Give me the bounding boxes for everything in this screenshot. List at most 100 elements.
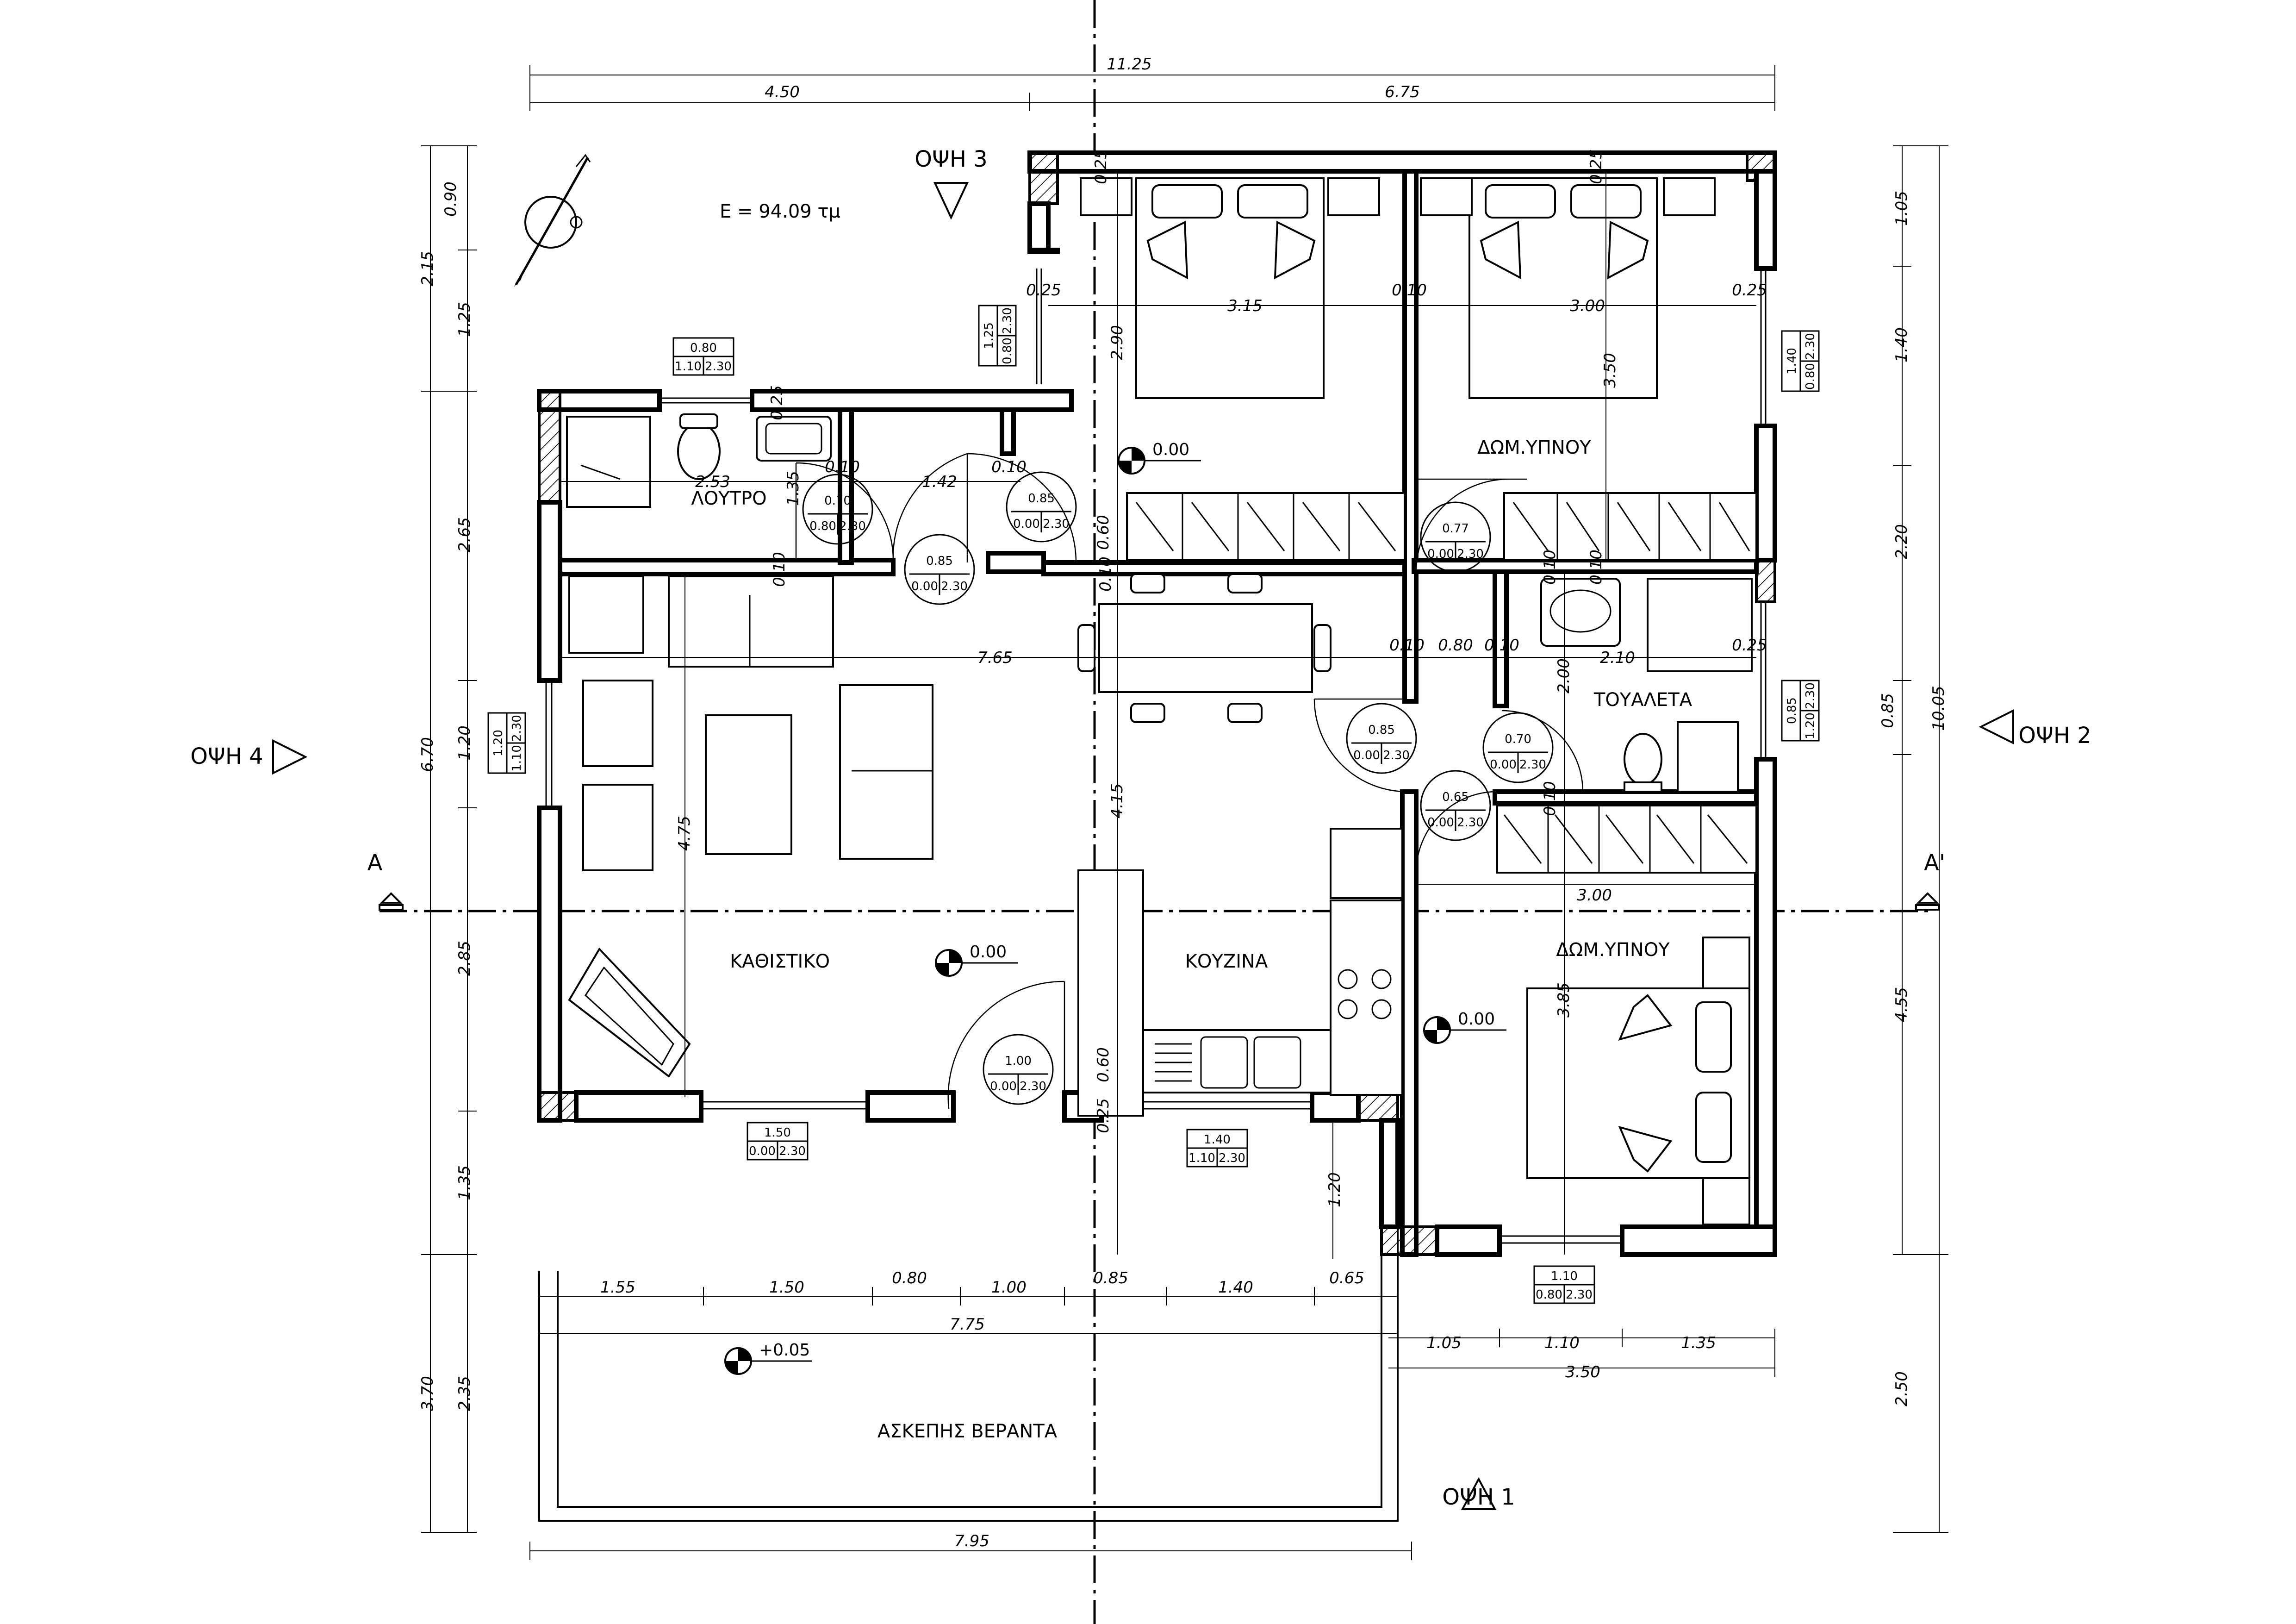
- dim-br-total: 3.50: [1565, 1363, 1600, 1381]
- svg-text:1.20: 1.20: [1804, 712, 1817, 739]
- sofa-living-2: [839, 684, 933, 860]
- kitchen-sink-counter: [1142, 1029, 1332, 1093]
- view-marker-top: ΟΨΗ 3: [915, 146, 988, 220]
- dim-interior-010-b: 0.10: [825, 458, 860, 476]
- window-tag-3: 1.40 0.80 2.30: [1781, 330, 1820, 392]
- dim-interior-475: 4.75: [675, 816, 694, 851]
- svg-text:1.20: 1.20: [492, 730, 505, 756]
- dim-veranda-7: 0.65: [1329, 1269, 1364, 1287]
- dim-interior-120: 1.20: [1325, 1172, 1344, 1207]
- svg-text:1.40: 1.40: [1204, 1133, 1231, 1147]
- svg-text:0.00: 0.00: [1458, 1010, 1495, 1029]
- view-marker-bottom: ΟΨΗ 1: [1442, 1477, 1515, 1510]
- dining-table: [1098, 603, 1313, 693]
- bedroom-bottom-dimensions: 1.05 1.10 1.35 3.50: [1388, 1329, 1775, 1381]
- svg-text:0.00: 0.00: [1353, 749, 1380, 762]
- svg-text:1.00: 1.00: [1005, 1054, 1032, 1068]
- dim-right-outer: 10.05: [1929, 686, 1948, 731]
- svg-text:1.10: 1.10: [1551, 1269, 1578, 1283]
- dim-interior-253: 2.53: [695, 473, 730, 491]
- dim-left-inner-2: 1.25: [455, 302, 474, 337]
- dim-right-inner-4: 0.85: [1879, 693, 1897, 728]
- dim-left-inner-5: 2.85: [455, 941, 474, 976]
- dim-left-outer-middle: 6.70: [418, 737, 437, 772]
- svg-text:2.30: 2.30: [1383, 749, 1410, 762]
- svg-text:1.10: 1.10: [510, 745, 524, 772]
- window-tag-6: 1.50 0.00 2.30: [747, 1122, 809, 1161]
- elevation-marker-living: 0.00: [935, 943, 1018, 977]
- dim-interior-025-a: 0.25: [1026, 281, 1061, 300]
- dim-veranda-3: 0.80: [892, 1269, 927, 1287]
- svg-text:2.30: 2.30: [779, 1144, 806, 1158]
- dim-left-inner-1: 0.90: [442, 181, 460, 217]
- veranda: 7.95 ΑΣΚΕΠΗΣ ΒΕΡΑΝΤΑ: [529, 1120, 1412, 1560]
- svg-text:2.30: 2.30: [510, 715, 524, 742]
- svg-text:0.00: 0.00: [749, 1144, 776, 1158]
- svg-text:1.10: 1.10: [675, 360, 702, 374]
- window-openings: [545, 269, 1767, 1244]
- dim-interior-315: 3.15: [1227, 297, 1263, 315]
- dim-interior-025-e: 0.25: [768, 385, 786, 420]
- door-tag-1: 0.70 0.80 2.30: [802, 474, 873, 545]
- dim-interior-010-j: 0.10: [1541, 781, 1559, 816]
- dim-left-width: 4.50: [765, 83, 800, 101]
- dim-br-3: 1.35: [1681, 1334, 1716, 1352]
- dim-right-inner-6: 2.50: [1892, 1371, 1911, 1406]
- svg-text:0.00: 0.00: [970, 943, 1007, 962]
- window-tag-8: 1.10 0.80 2.30: [1533, 1265, 1595, 1304]
- dim-right-width: 6.75: [1385, 83, 1420, 101]
- svg-text:0.00: 0.00: [990, 1080, 1017, 1093]
- svg-text:2.30: 2.30: [1219, 1151, 1245, 1165]
- kitchen-counter-right: [1330, 899, 1403, 1096]
- room-label-living: ΚΑΘΙΣΤΙΚΟ: [730, 951, 830, 972]
- dim-right-inner-1: 1.05: [1892, 191, 1911, 226]
- shower-tray: [566, 416, 651, 508]
- dim-interior-080: 0.80: [1438, 636, 1473, 655]
- veranda-dimensions: 1.55 1.50 0.80 1.00 0.85 1.40 0.65 7.75: [539, 1269, 1398, 1343]
- left-dimensions: 2.15 6.70 3.70 0.90 1.25 2.65 1.20 2.85 …: [418, 145, 477, 1533]
- dim-left-inner-3: 2.65: [455, 517, 474, 552]
- svg-text:0.70: 0.70: [824, 494, 851, 508]
- dim-interior-010-f: 0.10: [1389, 636, 1425, 655]
- dim-right-inner-2: 1.40: [1892, 327, 1911, 362]
- door-tag-7: 0.65 0.00 2.30: [1420, 770, 1491, 841]
- wc-bathroom: [677, 423, 721, 480]
- door-tag-5: 0.85 0.00 2.30: [1346, 703, 1417, 774]
- dim-interior-142: 1.42: [922, 473, 957, 491]
- window-tags: 0.80 1.10 2.30 1.25 0.80 2.30 1.40 0.80 …: [487, 305, 1820, 1304]
- dim-interior-025-g: 0.25: [1094, 1098, 1113, 1133]
- svg-text:2.30: 2.30: [1001, 307, 1014, 334]
- wc-toilet: [1624, 733, 1662, 786]
- dim-interior-300-a: 3.00: [1570, 297, 1605, 315]
- svg-text:2.30: 2.30: [1457, 816, 1484, 830]
- dim-interior-765: 7.65: [977, 649, 1013, 667]
- dim-br-1: 1.05: [1426, 1334, 1462, 1352]
- dim-interior-290: 2.90: [1108, 325, 1126, 360]
- room-label-bathroom: ΛΟΥΤΡΟ: [691, 488, 766, 509]
- kitchen-counter-island: [1077, 869, 1144, 1117]
- dim-left-inner-7: 2.35: [455, 1376, 474, 1411]
- view-triangle-icon: [1979, 709, 2014, 745]
- desk-living: [568, 947, 691, 1078]
- dim-interior-300-b: 3.00: [1577, 886, 1612, 905]
- dim-interior-210: 2.10: [1600, 649, 1635, 667]
- room-label-kitchen: ΚΟΥΖΙΝΑ: [1185, 951, 1268, 972]
- svg-text:1.25: 1.25: [982, 322, 996, 349]
- dim-interior-025-d: 0.25: [1587, 149, 1605, 184]
- svg-text:2.30: 2.30: [1804, 333, 1817, 360]
- dim-veranda-total: 7.75: [950, 1315, 985, 1334]
- dim-left-outer-bottom: 3.70: [418, 1376, 437, 1411]
- room-label-toilet: ΤΟΥΑΛΕΤΑ: [1593, 689, 1692, 711]
- view-marker-left: ΟΨΗ 4: [190, 739, 308, 775]
- svg-text:0.85: 0.85: [1028, 492, 1055, 506]
- svg-text:2.30: 2.30: [1043, 517, 1070, 531]
- dim-interior-010-h: 0.10: [1541, 550, 1559, 585]
- window-tag-2: 1.25 0.80 2.30: [978, 305, 1017, 367]
- svg-text:0.80: 0.80: [1536, 1288, 1562, 1302]
- door-tag-4: 0.77 0.00 2.30: [1420, 501, 1491, 573]
- dim-br-2: 1.10: [1544, 1334, 1580, 1352]
- svg-text:ΟΨΗ 1: ΟΨΗ 1: [1442, 1484, 1515, 1510]
- north-arrow-icon: [514, 154, 591, 287]
- svg-text:0.85: 0.85: [1368, 723, 1395, 737]
